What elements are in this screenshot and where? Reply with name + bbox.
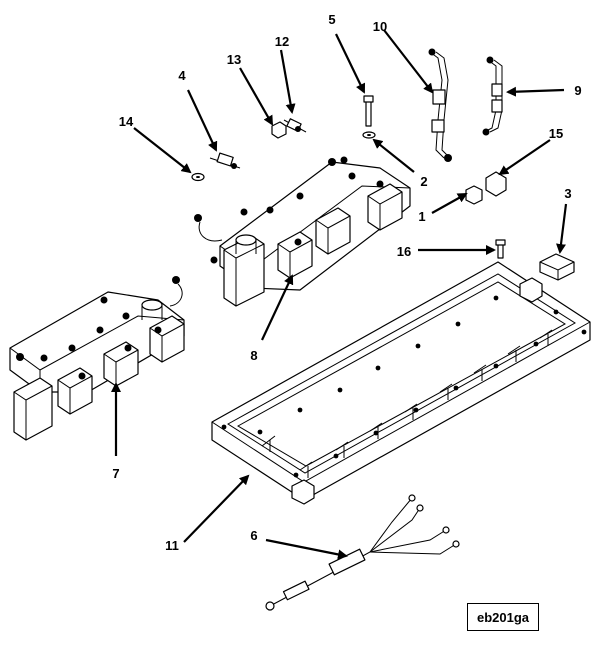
part-14-washer — [191, 172, 205, 182]
callout-arrows — [111, 29, 568, 560]
part-4-fitting — [209, 152, 241, 169]
part-1-clamp — [465, 185, 483, 205]
callout-2: 2 — [420, 174, 427, 189]
part-9-tube — [482, 56, 503, 136]
callout-5: 5 — [328, 12, 335, 27]
part-13-nut — [271, 121, 287, 139]
callout-16: 16 — [397, 244, 411, 259]
callout-6: 6 — [250, 528, 257, 543]
part-15-clamp — [485, 171, 507, 197]
callout-4: 4 — [178, 68, 186, 83]
figure-id-box: eb201ga — [467, 603, 539, 631]
callout-3: 3 — [564, 186, 571, 201]
part-12-fitting — [283, 118, 307, 133]
part-3-block — [539, 253, 575, 281]
callout-10: 10 — [373, 19, 387, 34]
callout-labels: 1 2 3 4 5 6 7 8 9 10 11 12 13 14 15 16 — [112, 12, 581, 553]
callout-8: 8 — [250, 348, 257, 363]
callout-7: 7 — [112, 466, 119, 481]
figure-id-label: eb201ga — [476, 609, 530, 625]
callout-9: 9 — [574, 83, 581, 98]
part-6-harness — [265, 494, 460, 611]
callout-11: 11 — [165, 538, 179, 553]
part-2-washer — [362, 131, 376, 139]
part-11-tray — [211, 261, 591, 505]
part-10-tube — [428, 48, 452, 162]
callout-14: 14 — [119, 114, 134, 129]
callout-1: 1 — [418, 209, 425, 224]
callout-12: 12 — [275, 34, 289, 49]
part-5-bolt — [363, 95, 374, 127]
part-8-rocker-assembly — [194, 156, 411, 307]
callout-13: 13 — [227, 52, 241, 67]
callout-15: 15 — [549, 126, 563, 141]
part-7-rocker-assembly — [9, 276, 185, 441]
part-16-screw — [495, 239, 506, 259]
